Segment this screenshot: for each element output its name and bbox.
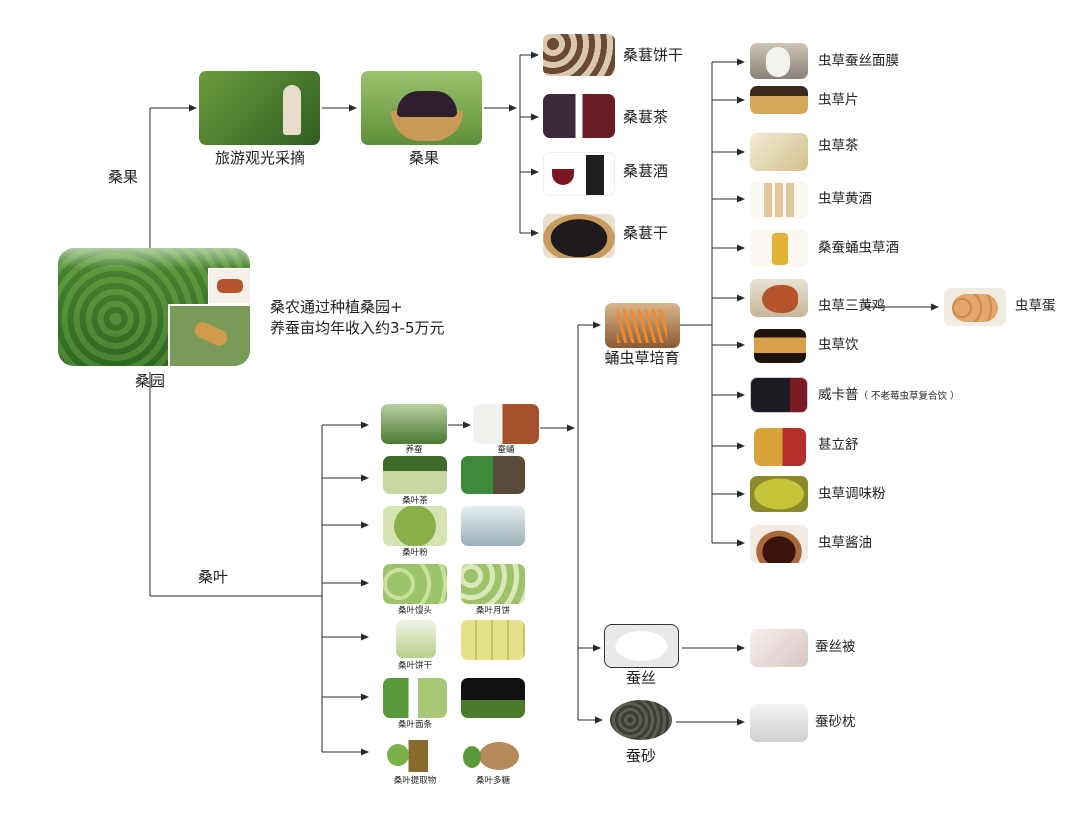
fruit-product-1: 桑葚饼干 [623, 46, 684, 64]
cordyceps-product-8: 甚立舒 [818, 437, 859, 453]
leaf-item-label-3: 桑叶粉 [402, 548, 428, 558]
cordyceps-product-7: 威卡普（ 不老莓虫草复合饮 ） [818, 387, 960, 403]
cordyceps-product-1: 虫草片 [818, 92, 859, 108]
tourism-picking-image [199, 71, 320, 145]
polysaccharide-leaf [463, 746, 481, 768]
cordyceps-product-0: 虫草蚕丝面膜 [818, 53, 899, 69]
weikapu-name: 威卡普 [818, 387, 859, 403]
cordyceps-seasoning-image [750, 476, 808, 512]
pupa-cluster [217, 279, 243, 293]
berry-tea-image [543, 94, 615, 138]
leaf-item-label-9: 桑叶多糖 [475, 776, 511, 786]
leaf-item-label-2: 桑叶茶 [402, 496, 428, 506]
egg-pile [952, 294, 998, 322]
cordyceps-product-10: 虫草酱油 [818, 535, 872, 551]
sand-product: 蚕砂枕 [815, 714, 856, 730]
berry-wine-image [543, 152, 615, 196]
fruit-product-3: 桑葚酒 [623, 162, 669, 180]
cordyceps-strands [617, 309, 667, 343]
cordyceps-chicken-image [750, 279, 808, 317]
cordyceps-product-6: 虫草饮 [818, 337, 859, 353]
leaf-item-label-6: 桑叶饼干 [397, 661, 433, 671]
berry-cookie-image [543, 34, 615, 76]
cocoon-inset-bottom [168, 304, 250, 366]
pupa-cordyceps-wine-image [750, 229, 808, 267]
pupa-inset-top [208, 268, 250, 304]
chicken [762, 285, 798, 313]
leaf-item-label-4: 桑叶馒头 [397, 606, 433, 616]
fruit-label: 桑果 [408, 149, 440, 167]
leaf-item-label-0: 养蚕 [405, 445, 423, 455]
sand-pillow-image [750, 704, 808, 742]
wine-jar [772, 233, 788, 265]
cordyceps-yellow-wine-image [750, 181, 808, 219]
branch-leaf-label: 桑叶 [198, 568, 229, 586]
weikapu-image [750, 377, 808, 413]
wine-bottle [586, 155, 604, 195]
fruit-product-2: 桑葚茶 [623, 108, 669, 126]
leaf-tea-pack-image [461, 456, 525, 494]
silk-product: 蚕丝被 [815, 639, 856, 655]
leaf-noodle-image [383, 678, 447, 718]
cordyceps-culture-image [605, 303, 680, 348]
shenlishu-image [754, 428, 806, 466]
picker-person [283, 85, 301, 135]
cordyceps-mask-image [750, 43, 808, 79]
cordyceps-product-5: 虫草三黄鸡 [818, 298, 886, 314]
mulberry-field-image [58, 248, 250, 366]
sand-label: 蚕砂 [625, 747, 657, 765]
mulberry-leaf-powder-image [383, 506, 447, 546]
leaf-item-label-7: 桑叶面条 [397, 720, 433, 730]
cordyceps-drink-image [754, 329, 806, 363]
tourism-label: 旅游观光采摘 [214, 149, 306, 167]
cordyceps-product-4: 桑蚕蛹虫草酒 [818, 240, 899, 256]
facial-mask [766, 47, 790, 77]
silkworm-rearing-image [381, 404, 447, 444]
silk-label: 蚕丝 [625, 669, 657, 687]
fruit-pile [397, 91, 457, 117]
leaf-cookie-bag-image [396, 620, 436, 658]
leaf-item-label-1: 蚕蛹 [497, 445, 515, 455]
leaf-bun-image [383, 564, 447, 604]
leaf-mooncake-image [461, 564, 525, 604]
cordyceps-pupa [192, 319, 230, 349]
raw-silk-image [604, 624, 679, 668]
cordyceps-product-2: 虫草茶 [818, 138, 859, 154]
wine-glass [552, 169, 574, 185]
wine-bottles [764, 183, 794, 217]
dried-berry-image [543, 214, 615, 258]
extract-leaf [387, 744, 409, 766]
leaf-powder-box-image [461, 506, 525, 546]
silkworm-pupa-image [473, 404, 539, 444]
leaf-item-label-8: 桑叶提取物 [393, 776, 437, 786]
cordyceps-egg-image [944, 288, 1006, 326]
cordyceps-product-3: 虫草黄酒 [818, 191, 872, 207]
polysaccharide-powder [479, 742, 519, 770]
cordyceps-tablet-image [750, 86, 808, 114]
silkworm-excrement-image [610, 700, 672, 740]
fruit-product-4: 桑葚干 [623, 224, 669, 242]
silk-quilt-image [750, 629, 808, 667]
cordyceps-label: 蛹虫草培育 [604, 349, 680, 367]
mulberry-fruit-image [361, 71, 482, 145]
leaf-extract-image [383, 740, 447, 772]
leaf-biscuit-image [461, 620, 525, 660]
cordyceps-egg-label: 虫草蛋 [1015, 298, 1056, 314]
leaf-item-label-5: 桑叶月饼 [475, 606, 511, 616]
weikapu-note: （ 不老莓虫草复合饮 ） [858, 391, 960, 402]
cordyceps-product-9: 虫草调味粉 [818, 486, 886, 502]
root-label: 桑园 [134, 372, 166, 390]
leaf-polysaccharide-image [461, 740, 525, 772]
noodle-bowl-image [461, 678, 525, 718]
root-note-line2: 养蚕亩均年收入约3-5万元 [270, 319, 445, 337]
mulberry-leaf-tea-image [383, 456, 447, 494]
cordyceps-tea-image [750, 133, 808, 171]
branch-fruit-label: 桑果 [108, 168, 139, 186]
cordyceps-soy-sauce-image [750, 525, 808, 563]
root-note-line1: 桑农通过种植桑园+ [270, 298, 403, 316]
